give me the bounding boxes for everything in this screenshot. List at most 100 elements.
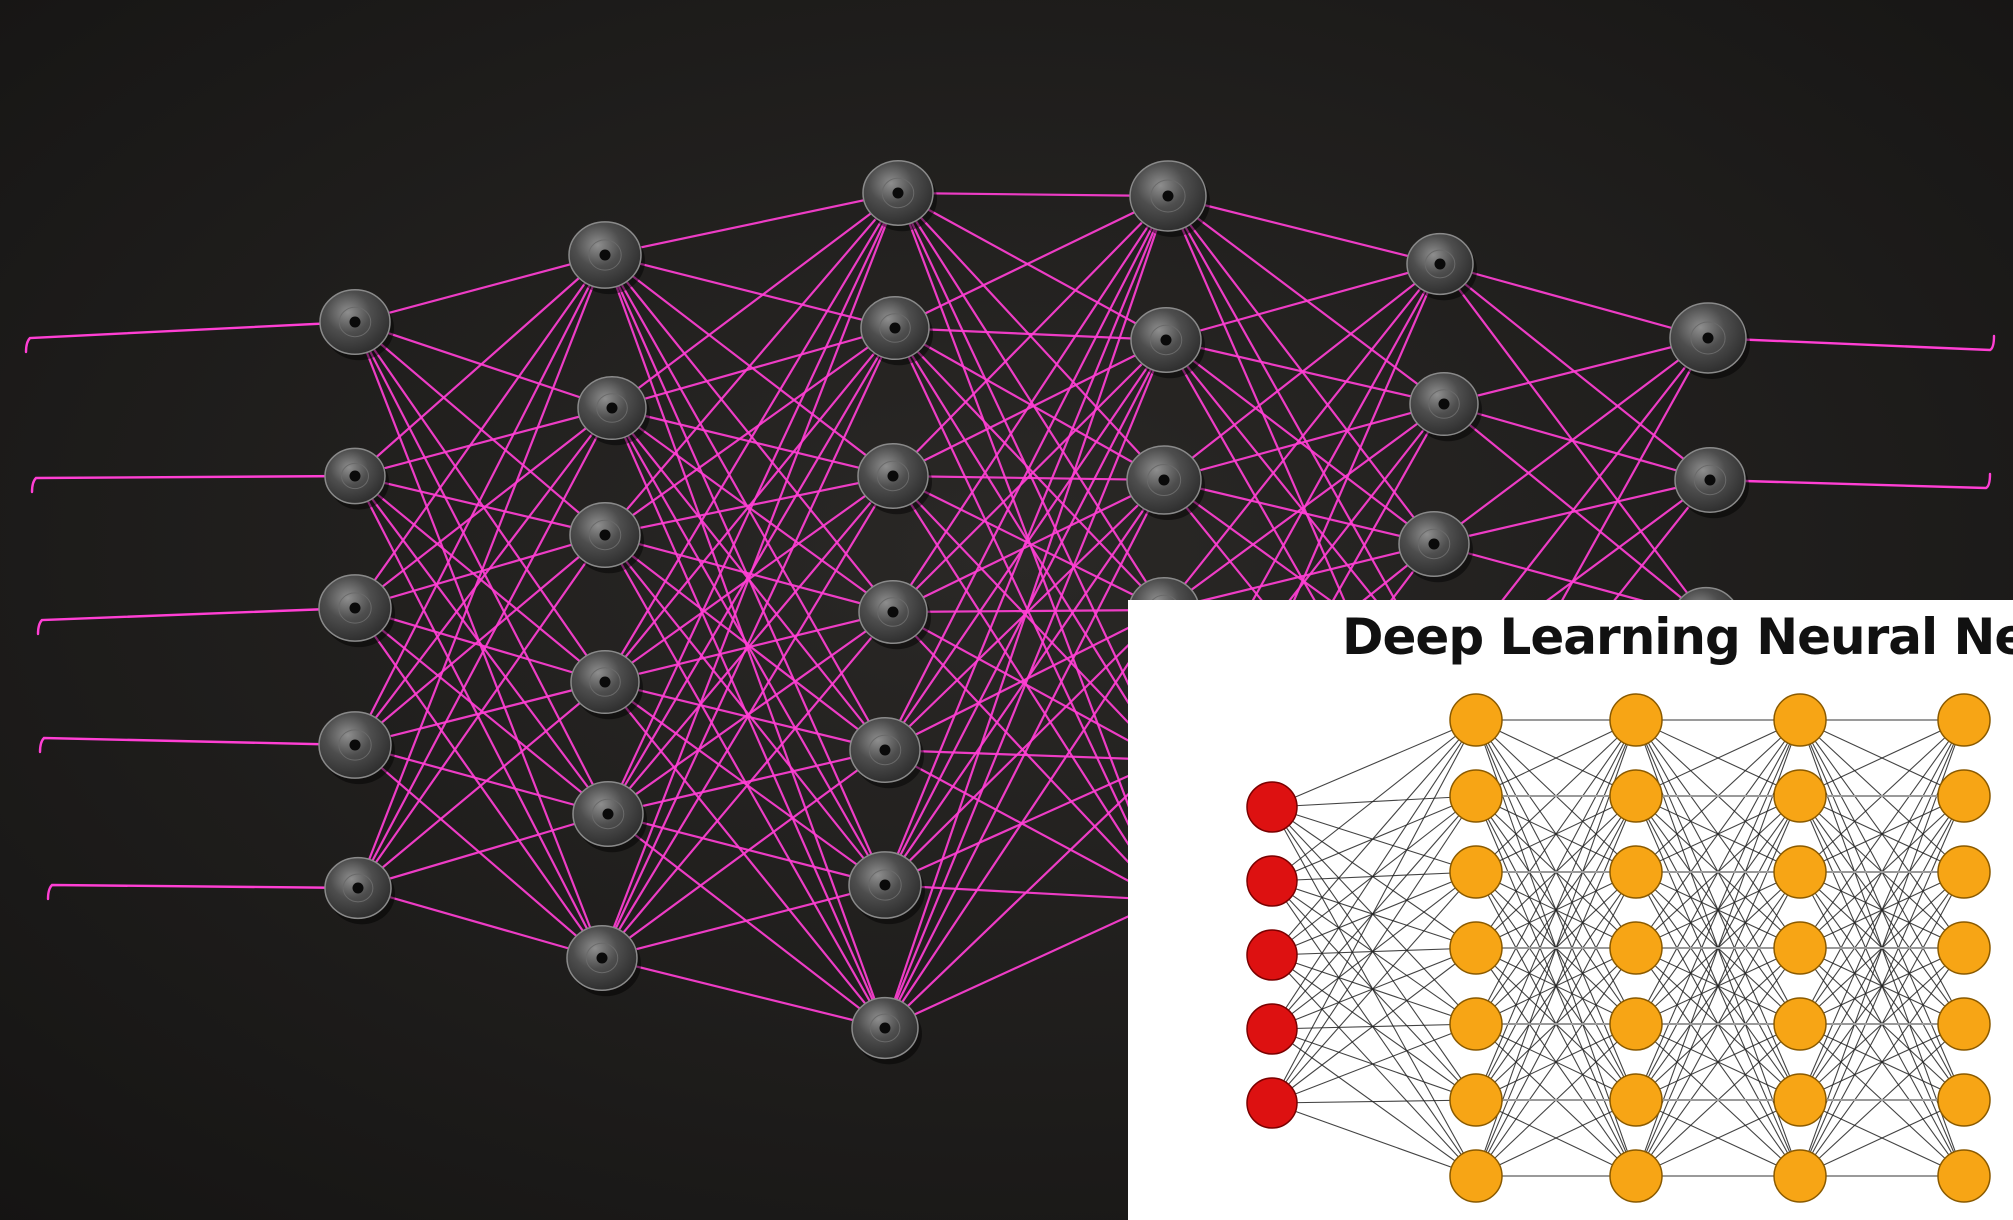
disc-hole (1438, 398, 1450, 410)
input-string-end (46, 883, 360, 901)
pink-string (603, 680, 887, 887)
disc-ring (596, 393, 628, 423)
disc-ring (589, 667, 621, 697)
disc-node (570, 649, 643, 720)
pink-string (883, 194, 1170, 887)
pink-string (1166, 194, 1446, 406)
pink-string (891, 338, 1168, 614)
disc-hole (879, 879, 891, 891)
pink-string (891, 194, 1170, 478)
disc-hole (596, 952, 608, 964)
diagram-edge (1271, 880, 1477, 1025)
pink-string (891, 474, 1166, 612)
diagram-edge (1271, 947, 1477, 956)
neural-network-diagram-inset: Deep Learning Neural Ne (1128, 600, 2013, 1220)
pink-string (353, 253, 607, 610)
disc-hole (349, 470, 361, 482)
input-string-end (36, 606, 357, 636)
pink-string (606, 748, 887, 816)
diagram-edge (1271, 880, 1477, 949)
diagram-edge (1271, 795, 1477, 882)
disc-ring (341, 462, 369, 490)
disc-hole (606, 402, 618, 414)
hidden-node (1773, 1149, 1827, 1203)
hidden-node (1449, 845, 1503, 899)
disc-hole (889, 322, 901, 334)
diagram-edge (1271, 1028, 1477, 1177)
diagram-nodes (1246, 693, 1991, 1203)
pink-string (1166, 194, 1442, 266)
hidden-node (1937, 921, 1991, 975)
pink-string (1166, 194, 1442, 682)
diagram-edge (1271, 806, 1477, 949)
pink-string (883, 608, 1166, 1030)
hidden-node (1609, 1073, 1663, 1127)
disc-ring (1424, 249, 1456, 279)
pink-string (356, 886, 604, 960)
input-string-end (30, 474, 357, 494)
disc-node (857, 443, 932, 515)
hidden-node (1937, 769, 1991, 823)
disc-ring (1150, 179, 1186, 213)
pink-string (600, 748, 887, 960)
disc-ring (591, 798, 625, 830)
pink-string (600, 610, 895, 960)
pink-string (356, 253, 607, 890)
pink-string (883, 758, 1166, 887)
pink-string (603, 191, 900, 257)
diagram-edge (1799, 719, 1965, 1101)
diagram-edge (1271, 806, 1477, 873)
disc-hole (1160, 334, 1172, 346)
disc-node (1129, 160, 1210, 237)
diagram-edge (1475, 947, 1637, 1177)
diagram-edge (1271, 719, 1477, 808)
pink-string (1442, 402, 1712, 482)
pink-string (353, 606, 607, 684)
hidden-node (1937, 1149, 1991, 1203)
disc-node (860, 295, 933, 366)
disc-hole (599, 249, 611, 261)
disc-hole (349, 316, 361, 328)
disc-hole (599, 676, 611, 688)
hidden-node (1449, 693, 1503, 747)
pink-string (603, 253, 897, 330)
pink-string (883, 898, 1166, 1030)
diagram-edge (1271, 719, 1477, 1030)
disc-ring (1146, 463, 1182, 497)
diagram-edge (1271, 880, 1477, 1101)
disc-hole (1704, 474, 1716, 486)
pink-string (353, 406, 614, 478)
pink-string (353, 533, 607, 610)
disc-node (324, 856, 395, 925)
pink-string-ends (24, 320, 1996, 901)
diagram-edge (1271, 806, 1477, 1177)
pink-string (356, 406, 614, 890)
pink-string (1162, 542, 1436, 612)
disc-hole (352, 882, 364, 894)
diagram-edge (1635, 795, 1801, 1177)
diagram-edge (1271, 1099, 1477, 1104)
diagram-edge (1635, 719, 1801, 797)
hidden-node (1773, 1073, 1827, 1127)
hidden-node (1449, 769, 1503, 823)
diagram-edge (1271, 871, 1477, 956)
pink-string (610, 406, 895, 478)
pink-string (600, 191, 900, 960)
hidden-node (1449, 921, 1503, 975)
pink-string (883, 194, 1170, 1030)
pink-string (883, 338, 1168, 1030)
diagram-edge (1635, 1099, 1801, 1177)
disc-ring (1417, 528, 1451, 560)
pink-string (610, 191, 900, 410)
diagram-edge (1635, 719, 1801, 949)
diagram-edge (1271, 719, 1477, 956)
pink-string (603, 191, 900, 684)
pink-string (600, 883, 887, 960)
pink-string (353, 320, 614, 410)
hidden-node (1609, 1149, 1663, 1203)
disc-hole (879, 744, 891, 756)
input-string-end (38, 736, 357, 754)
pink-string (353, 253, 607, 324)
disc-node (1409, 371, 1482, 442)
pink-string (603, 326, 897, 684)
